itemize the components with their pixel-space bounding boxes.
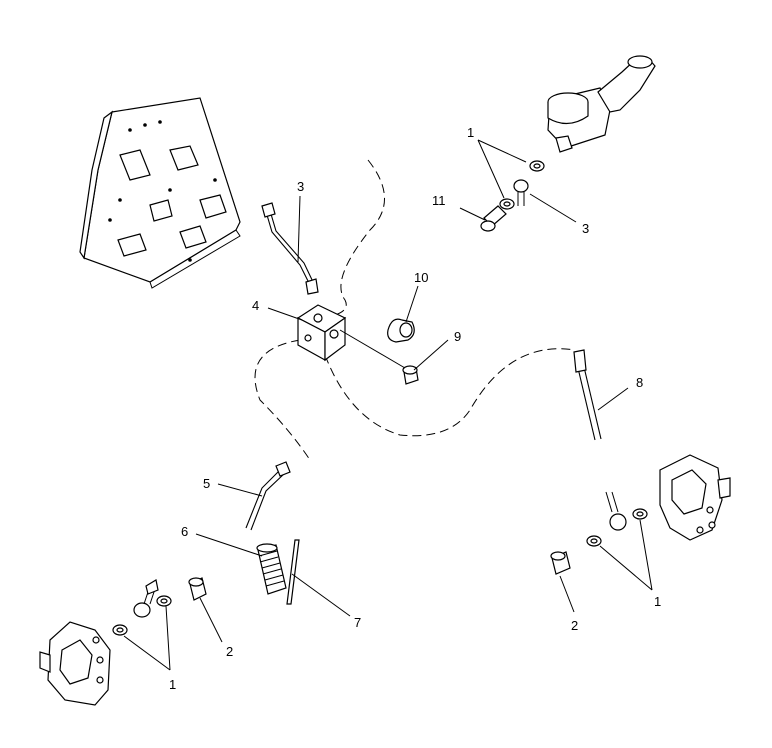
callout-2-right: 2 xyxy=(571,618,578,633)
caliper-left xyxy=(39,621,111,706)
junction-block xyxy=(296,304,347,362)
spring xyxy=(256,543,287,595)
callout-10: 10 xyxy=(414,270,428,285)
callout-8: 8 xyxy=(636,375,643,390)
leader-lines xyxy=(123,139,653,671)
bleeder-cap xyxy=(387,318,415,343)
callout-11: 11 xyxy=(432,193,446,208)
callout-3-upper-left: 3 xyxy=(297,179,304,194)
fitting-group-left xyxy=(112,577,207,636)
callout-labels: 1 1 1 2 2 3 3 4 5 6 7 8 9 10 11 xyxy=(169,125,661,692)
callout-5: 5 xyxy=(203,476,210,491)
brake-lines xyxy=(245,159,602,531)
master-cylinder xyxy=(547,55,656,153)
callout-7: 7 xyxy=(354,615,361,630)
callout-1-upper: 1 xyxy=(467,125,474,140)
callout-3-upper-right: 3 xyxy=(582,221,589,236)
bleeder-screw xyxy=(402,365,419,385)
callout-2-left: 2 xyxy=(226,644,233,659)
callout-6: 6 xyxy=(181,524,188,539)
pin xyxy=(286,539,300,605)
callout-1-lower-left: 1 xyxy=(169,677,176,692)
callout-4: 4 xyxy=(252,298,259,313)
fitting-group-upper xyxy=(480,160,545,232)
callout-9: 9 xyxy=(454,329,461,344)
caliper-right xyxy=(659,454,731,541)
frame-plate xyxy=(79,97,241,289)
callout-1-lower-right: 1 xyxy=(654,594,661,609)
fitting-group-right xyxy=(550,491,648,575)
